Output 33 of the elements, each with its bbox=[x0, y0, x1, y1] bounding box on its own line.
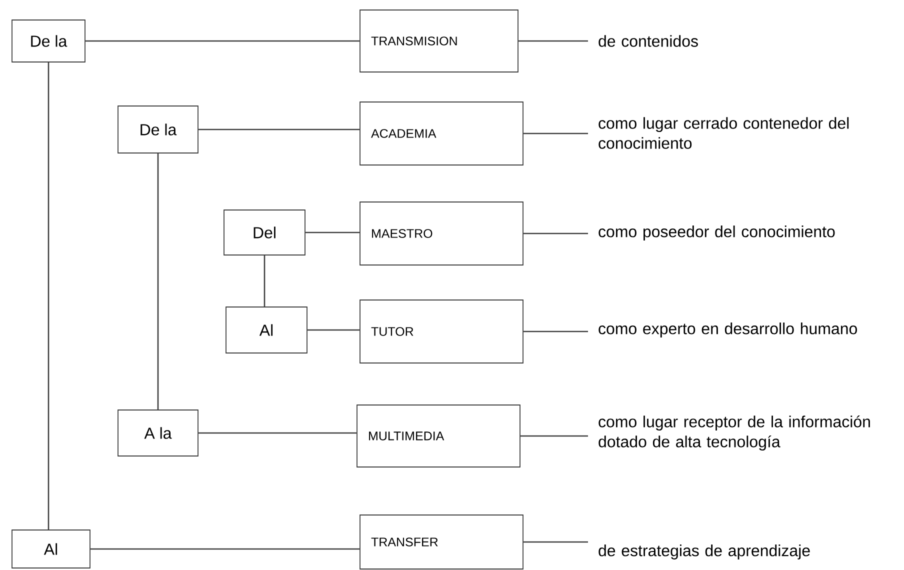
description-text: como poseedor del conocimiento bbox=[598, 226, 835, 240]
concept-box: MAESTRO bbox=[360, 202, 524, 266]
concept-box: TRANSMISION bbox=[360, 10, 518, 72]
label-box: De la bbox=[12, 20, 86, 62]
description-text: como lugar receptor de la información dotado de alta tecnología bbox=[598, 415, 870, 451]
description-text: como experto en desarrollo humano bbox=[598, 322, 857, 338]
connector-line bbox=[85, 40, 360, 42]
label-box: Al bbox=[226, 306, 308, 354]
connector-line bbox=[523, 330, 588, 332]
connector-line bbox=[157, 153, 159, 410]
concept-box: TUTOR bbox=[360, 300, 524, 364]
connector-line bbox=[523, 132, 588, 134]
label-box: Al bbox=[12, 530, 90, 568]
label-box: De la bbox=[118, 106, 198, 154]
description-text: de estrategias de aprendizaje bbox=[598, 544, 810, 560]
connector-line bbox=[305, 232, 360, 234]
connector-line bbox=[520, 435, 588, 437]
connector-line bbox=[307, 329, 360, 331]
connector-line bbox=[523, 541, 588, 543]
connector-line bbox=[90, 548, 360, 550]
connector-line bbox=[523, 232, 588, 234]
concept-box: TRANSFER bbox=[360, 514, 524, 570]
connector-line bbox=[264, 255, 266, 307]
concept-box: ACADEMIA bbox=[360, 102, 524, 166]
connector-line bbox=[518, 40, 588, 42]
connector-line bbox=[198, 128, 360, 130]
connector-line bbox=[48, 62, 50, 530]
label-box: A la bbox=[118, 410, 198, 456]
label-box: Del bbox=[224, 210, 306, 256]
description-text: de contenidos bbox=[598, 35, 698, 47]
connector-line bbox=[198, 432, 357, 434]
description-text: como lugar cerrado contenedor del conocimiento bbox=[598, 117, 849, 149]
concept-box: MULTIMEDIA bbox=[356, 404, 520, 468]
